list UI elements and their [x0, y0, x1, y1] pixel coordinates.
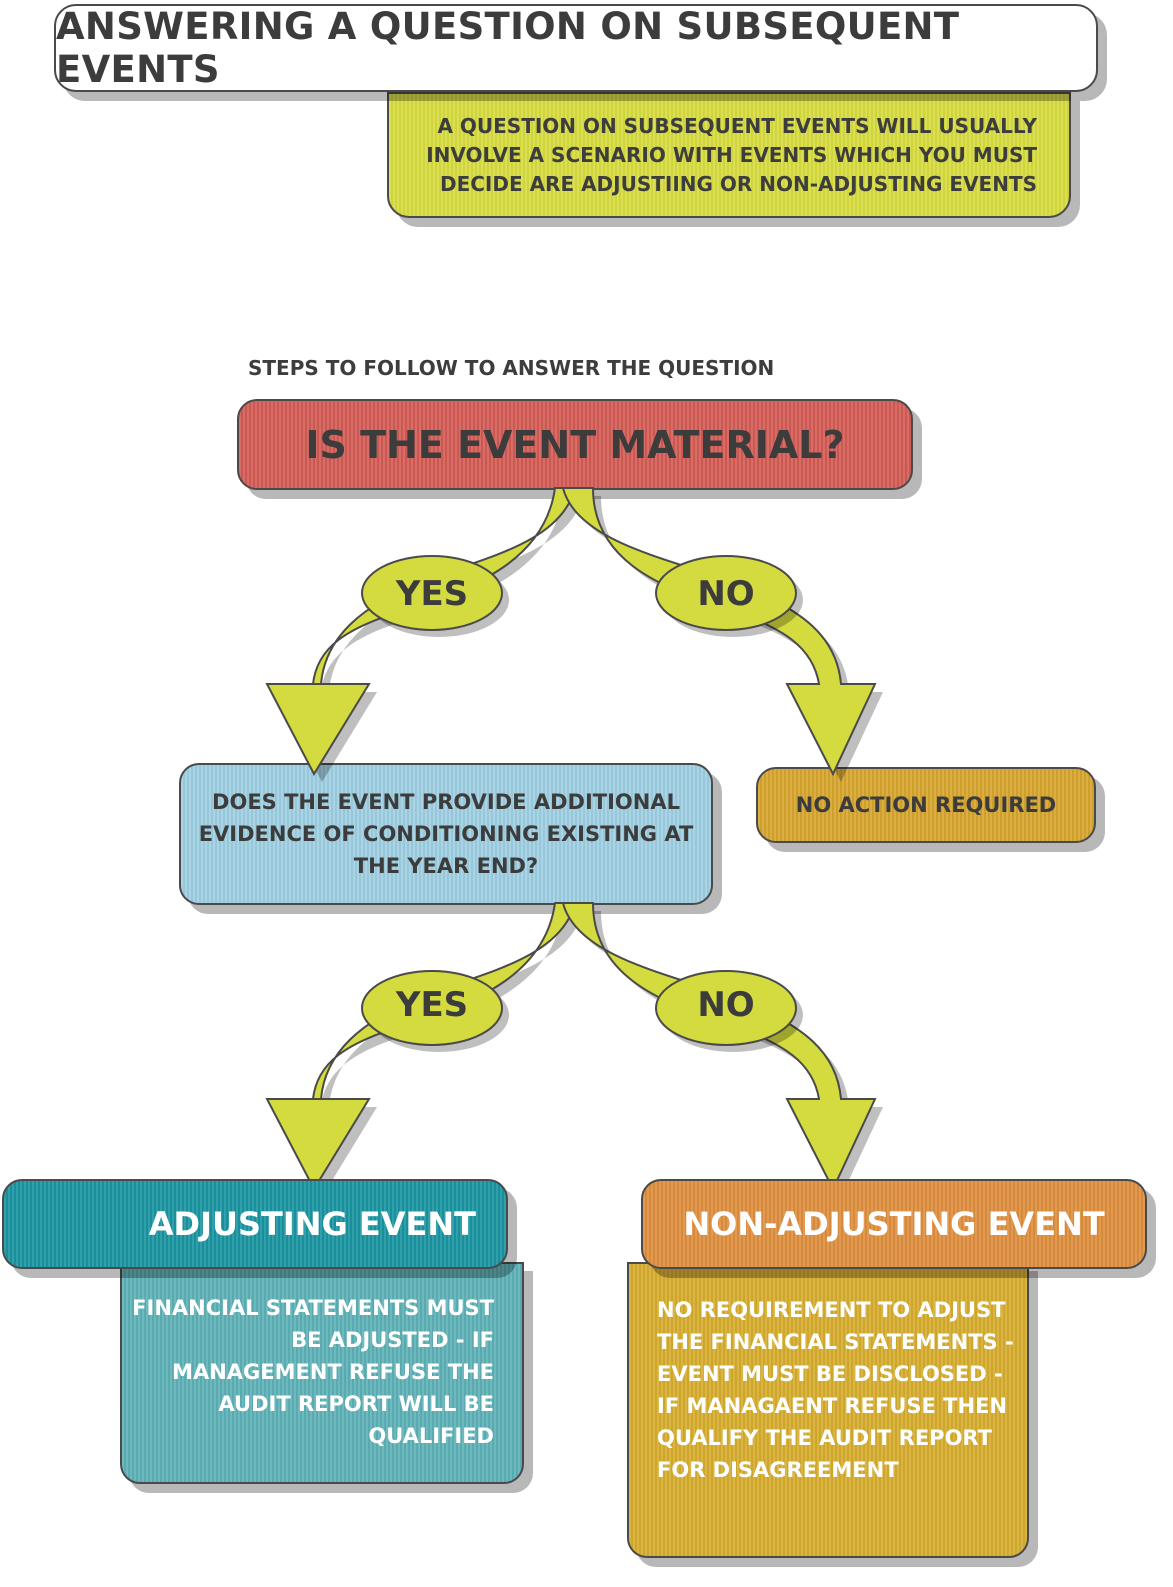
yes-label-2: YES [395, 985, 468, 1025]
question-evidence-box: DOES THE EVENT PROVIDE ADDITIONAL EVIDEN… [179, 763, 713, 905]
no-action-box: NO ACTION REQUIRED [756, 767, 1096, 843]
yes-label-1: YES [395, 574, 468, 614]
no-action-text: NO ACTION REQUIRED [795, 793, 1057, 817]
question-evidence-text: DOES THE EVENT PROVIDE ADDITIONAL EVIDEN… [198, 790, 694, 878]
intro-note: A QUESTION ON SUBSEQUENT EVENTS WILL USU… [387, 92, 1071, 218]
question-material-box: IS THE EVENT MATERIAL? [237, 399, 913, 490]
adjusting-event-header: ADJUSTING EVENT [2, 1179, 508, 1269]
fork-question1: YES NO [266, 487, 884, 783]
page-title: ANSWERING A QUESTION ON SUBSEQUENT EVENT… [56, 5, 960, 91]
adjusting-event-title: ADJUSTING EVENT [148, 1205, 476, 1243]
intro-text: A QUESTION ON SUBSEQUENT EVENTS WILL USU… [426, 113, 1037, 196]
steps-label: STEPS TO FOLLOW TO ANSWER THE QUESTION [248, 356, 775, 380]
non-adjusting-event-title: NON-ADJUSTING EVENT [683, 1205, 1105, 1243]
non-adjusting-event-text: NO REQUIREMENT TO ADJUST THE FINANCIAL S… [657, 1298, 1014, 1482]
title-banner: ANSWERING A QUESTION ON SUBSEQUENT EVENT… [54, 4, 1098, 92]
adjusting-event-text: FINANCIAL STATEMENTS MUST BE ADJUSTED - … [132, 1296, 494, 1448]
fork-question2: YES NO [266, 902, 884, 1198]
no-label-2: NO [697, 985, 754, 1025]
adjusting-event-body: FINANCIAL STATEMENTS MUST BE ADJUSTED - … [120, 1262, 524, 1484]
non-adjusting-event-header: NON-ADJUSTING EVENT [641, 1179, 1147, 1269]
question-material-text: IS THE EVENT MATERIAL? [305, 422, 845, 467]
no-label-1: NO [697, 574, 754, 614]
non-adjusting-event-body: NO REQUIREMENT TO ADJUST THE FINANCIAL S… [627, 1262, 1029, 1558]
